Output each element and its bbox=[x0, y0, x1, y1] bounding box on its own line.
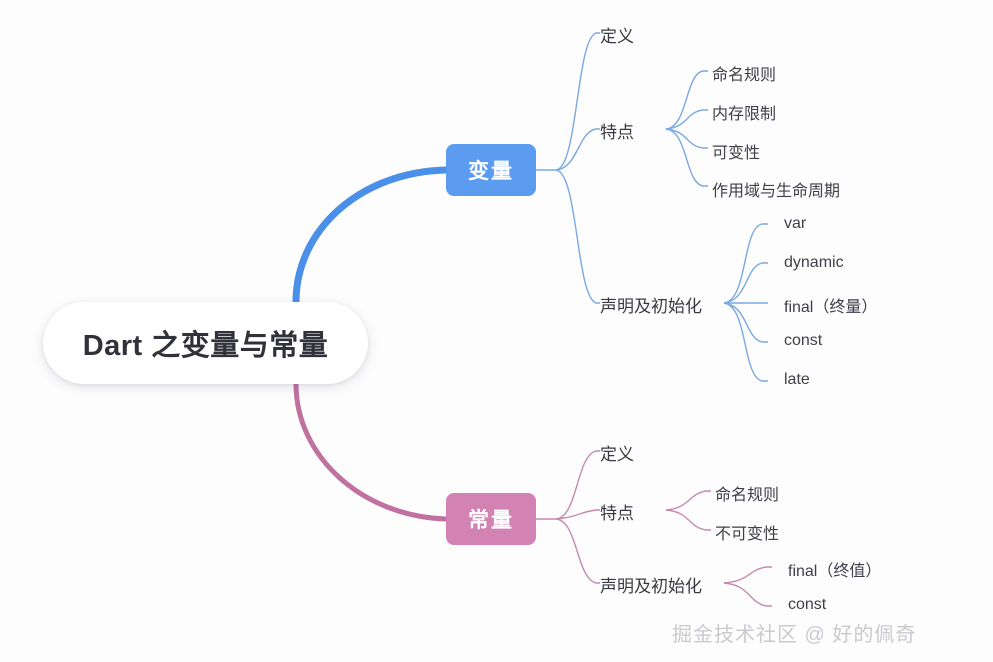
branch-node-variable[interactable]: 变量 bbox=[446, 144, 536, 196]
subtopic-constant-naming-rules[interactable]: 命名规则 bbox=[715, 487, 780, 504]
link-cfeatures-immutability bbox=[665, 509, 711, 531]
topic-variable-features[interactable]: 特点 bbox=[600, 123, 634, 142]
link-features-mutability bbox=[665, 128, 708, 149]
link-variable-declaration bbox=[555, 169, 600, 304]
branch-node-constant-label: 常量 bbox=[468, 509, 514, 532]
trunk-to-variable bbox=[292, 166, 450, 306]
root-node[interactable]: Dart 之变量与常量 bbox=[43, 302, 368, 384]
subtopic-constant-const[interactable]: const bbox=[788, 596, 827, 613]
subtopic-variable-late[interactable]: late bbox=[784, 371, 810, 388]
link-decl-var bbox=[723, 223, 768, 304]
link-decl-dynamic bbox=[723, 262, 768, 304]
link-cfeatures-naming bbox=[665, 490, 711, 511]
topic-variable-declaration[interactable]: 声明及初始化 bbox=[600, 297, 702, 316]
link-variable-features bbox=[555, 128, 600, 171]
topic-constant-definition[interactable]: 定义 bbox=[600, 445, 634, 464]
watermark-text: 掘金技术社区 @ 好的佩奇 bbox=[672, 624, 917, 646]
link-constant-definition bbox=[555, 450, 600, 520]
subtopic-variable-mutability[interactable]: 可变性 bbox=[712, 145, 761, 162]
link-decl-late bbox=[723, 302, 768, 382]
branch-node-constant[interactable]: 常量 bbox=[446, 493, 536, 545]
subtopic-constant-immutability[interactable]: 不可变性 bbox=[715, 526, 780, 543]
link-features-naming bbox=[665, 70, 708, 130]
subtopic-variable-memory-limit[interactable]: 内存限制 bbox=[712, 106, 777, 123]
subtopic-variable-final[interactable]: final（终量） bbox=[784, 299, 878, 316]
subtopic-variable-const[interactable]: const bbox=[784, 332, 823, 349]
subtopic-constant-final[interactable]: final（终值） bbox=[788, 563, 882, 580]
trunk-to-constant bbox=[293, 381, 449, 522]
link-features-scope bbox=[665, 128, 708, 187]
link-features-memory bbox=[665, 109, 708, 130]
link-constant-features bbox=[555, 509, 600, 520]
subtopic-variable-scope-lifecycle[interactable]: 作用域与生命周期 bbox=[712, 183, 841, 200]
link-cdecl-const bbox=[723, 582, 772, 607]
subtopic-variable-dynamic[interactable]: dynamic bbox=[784, 254, 844, 271]
subtopic-variable-naming-rules[interactable]: 命名规则 bbox=[712, 67, 777, 84]
topic-constant-features[interactable]: 特点 bbox=[600, 504, 634, 523]
link-variable-definition bbox=[555, 32, 600, 171]
branch-node-variable-label: 变量 bbox=[468, 160, 514, 183]
topic-constant-declaration[interactable]: 声明及初始化 bbox=[600, 577, 702, 596]
link-cdecl-final bbox=[723, 566, 772, 584]
root-node-label: Dart 之变量与常量 bbox=[82, 330, 329, 362]
topic-variable-definition[interactable]: 定义 bbox=[600, 27, 634, 46]
link-decl-const bbox=[723, 302, 768, 343]
link-constant-declaration bbox=[555, 518, 600, 584]
subtopic-variable-var[interactable]: var bbox=[784, 215, 807, 232]
